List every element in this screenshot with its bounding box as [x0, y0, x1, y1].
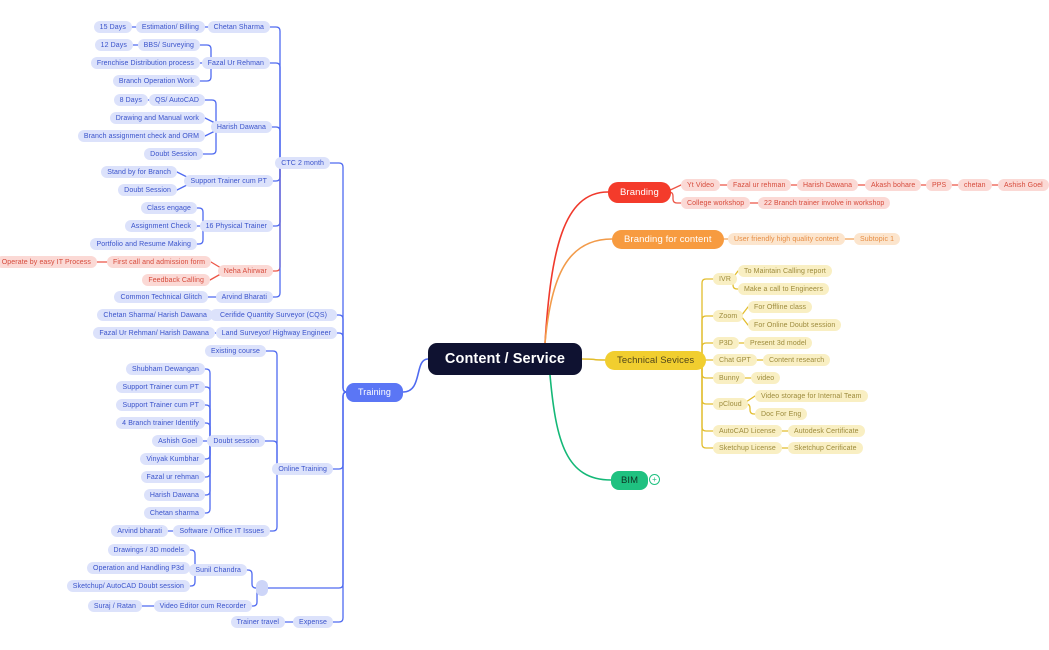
mindmap-node-fr_hd[interactable]: Fazal Ur Rehman/ Harish Dawana	[93, 327, 215, 339]
mindmap-node-sunil[interactable]: Sunil Chandra	[189, 564, 247, 576]
mindmap-node-cqs[interactable]: Cerifide Quantity Surveyor (CQS)	[210, 309, 337, 321]
mindmap-node-fazal1[interactable]: Fazal Ur Rehman	[201, 57, 270, 69]
mindmap-node-estim[interactable]: Estimation/ Billing	[135, 21, 205, 33]
mindmap-node-frenchise[interactable]: Frenchise Distribution process	[90, 57, 200, 69]
mindmap-node-branding[interactable]: Branding	[608, 181, 671, 203]
mindmap-node-fazal2[interactable]: Fazal ur rehman	[140, 471, 205, 483]
mindmap-node-training[interactable]: Training	[346, 382, 403, 402]
mindmap-node-trainertravel[interactable]: Trainer travel	[230, 616, 285, 628]
mindmap-node-bunny[interactable]: Bunny	[713, 372, 746, 384]
mindmap-node-phys16[interactable]: 16 Physical Trainer	[199, 220, 273, 232]
mindmap-node-chatgpt[interactable]: Chat GPT	[713, 354, 757, 366]
mindmap-node-chetan2[interactable]: Chetan sharma	[143, 507, 205, 519]
mindmap-node-chetan1[interactable]: Chetan Sharma	[207, 21, 270, 33]
mindmap-node-zoomn[interactable]: Zoom	[713, 310, 744, 322]
mindmap-node-ovalnode[interactable]	[256, 580, 268, 596]
mindmap-node-classeng[interactable]: Class engage	[140, 202, 197, 214]
mindmap-node-support3[interactable]: Support Trainer cum PT	[116, 399, 205, 411]
mindmap-node-fazal3[interactable]: Fazal ur rehman	[727, 179, 792, 191]
mindmap-node-operation[interactable]: Operation and Handling P3d	[87, 562, 190, 574]
mindmap-node-neha[interactable]: Neha Ahirwar	[217, 265, 273, 277]
mindmap-node-videoeditor[interactable]: Video Editor cum Recorder	[153, 600, 252, 612]
mindmap-node-yt[interactable]: Yt Video	[681, 179, 721, 191]
mindmap-node-assign[interactable]: Assignment Check	[125, 220, 197, 232]
mindmap-node-operate[interactable]: Operate by easy IT Process	[0, 256, 97, 268]
mindmap-node-pps[interactable]: PPS	[926, 179, 953, 191]
mindmap-node-harish1[interactable]: Harish Dawana	[210, 121, 272, 133]
collapse-indicator-icon[interactable]: +	[649, 474, 660, 485]
mindmap-node-userfriendly[interactable]: User friendly high quality content	[728, 233, 845, 245]
mindmap-node-brandingcontent[interactable]: Branding for content	[612, 229, 724, 249]
mindmap-node-harish3[interactable]: Harish Dawana	[797, 179, 859, 191]
mindmap-node-subtopic1[interactable]: Subtopic 1	[854, 233, 901, 245]
mindmap-node-pcloud[interactable]: pCloud	[713, 398, 748, 410]
mindmap-node-land[interactable]: Land Surveyor/ Highway Engineer	[215, 327, 337, 339]
mindmap-node-ashish2[interactable]: Ashish Goel	[998, 179, 1049, 191]
mindmap-node-offline[interactable]: For Offline class	[748, 301, 813, 313]
mindmap-node-support1[interactable]: Support Trainer cum PT	[184, 175, 273, 187]
mindmap-node-standby[interactable]: Stand by for Branch	[101, 166, 177, 178]
mindmap-node-shubham[interactable]: Shubham Dewangan	[126, 363, 205, 375]
mindmap-node-chetan3[interactable]: chetan	[958, 179, 992, 191]
mindmap-node-college[interactable]: College workshop	[681, 197, 751, 209]
mindmap-node-suraj[interactable]: Suraj / Ratan	[87, 600, 142, 612]
mindmap-node-akash[interactable]: Akash bohare	[865, 179, 922, 191]
mindmap-node-d12[interactable]: 12 Days	[94, 39, 133, 51]
mindmap-node-harish2[interactable]: Harish Dawana	[143, 489, 205, 501]
mindmap-node-branchop[interactable]: Branch Operation Work	[112, 75, 200, 87]
mindmap-node-firstcall[interactable]: First call and admission form	[107, 256, 211, 268]
mindmap-node-existing[interactable]: Existing course	[205, 345, 266, 357]
mindmap-node-p3d[interactable]: P3D	[713, 337, 739, 349]
mindmap-node-autocadlic[interactable]: AutoCAD License	[713, 425, 782, 437]
mindmap-node-drawings3d[interactable]: Drawings / 3D models	[107, 544, 190, 556]
mindmap-node-doubt1[interactable]: Doubt Session	[144, 148, 203, 160]
mindmap-node-autodesk[interactable]: Autodesk Certificate	[788, 425, 865, 437]
mindmap-node-arvind1[interactable]: Arvind Bharati	[215, 291, 273, 303]
mindmap-node-bbs[interactable]: BBS/ Surveying	[137, 39, 200, 51]
mindmap-node-support2[interactable]: Support Trainer cum PT	[116, 381, 205, 393]
mindmap-node-root[interactable]: Content / Service	[428, 343, 582, 375]
mindmap-node-arvind2[interactable]: Arvind bharati	[111, 525, 168, 537]
mindmap-node-makecall[interactable]: Make a call to Engineers	[738, 283, 830, 295]
mindmap-node-feedback[interactable]: Feedback Calling	[142, 274, 210, 286]
mindmap-node-contentres[interactable]: Content research	[763, 354, 831, 366]
mindmap-node-doubt2[interactable]: Doubt Session	[118, 184, 177, 196]
mindmap-node-software[interactable]: Software / Office IT Issues	[173, 525, 270, 537]
mindmap-node-onlinedbt[interactable]: For Online Doubt session	[748, 319, 842, 331]
mindmap-node-technical[interactable]: Technical Sevices	[605, 350, 707, 370]
mindmap-node-d8[interactable]: 8 Days	[113, 94, 148, 106]
mindmap-node-qs[interactable]: QS/ AutoCAD	[149, 94, 205, 106]
mindmap-node-branch22[interactable]: 22 Branch trainer involve in workshop	[758, 197, 891, 209]
mindmap-node-sketchlic[interactable]: Sketchup License	[713, 442, 782, 454]
mindmap-node-d15[interactable]: 15 Days	[93, 21, 132, 33]
mindmap-node-present3d[interactable]: Present 3d model	[744, 337, 813, 349]
mindmap-node-online[interactable]: Online Training	[272, 463, 333, 475]
mindmap-node-ctc[interactable]: CTC 2 month	[275, 157, 330, 169]
mindmap-node-drawing[interactable]: Drawing and Manual work	[109, 112, 205, 124]
mindmap-node-portfolio[interactable]: Portfolio and Resume Making	[90, 238, 197, 250]
mindmap-node-branch4[interactable]: 4 Branch trainer Identify	[116, 417, 205, 429]
mindmap-node-bim[interactable]: BIM	[611, 470, 649, 490]
mindmap-node-ivr[interactable]: IVR	[713, 273, 737, 285]
mindmap-node-doceng[interactable]: Doc For Eng	[755, 408, 808, 420]
mindmap-node-vinyak[interactable]: Vinyak Kumbhar	[140, 453, 205, 465]
mindmap-node-branchassign[interactable]: Branch assignment check and ORM	[77, 130, 205, 142]
mindmap-node-vstorage[interactable]: Video storage for Internal Team	[755, 390, 868, 402]
mindmap-node-maintain[interactable]: To Maintain Calling report	[738, 265, 832, 277]
mindmap-node-glitch[interactable]: Common Technical Glitch	[114, 291, 208, 303]
mindmap-node-videoy[interactable]: video	[751, 372, 781, 384]
mindmap-node-sketchcert[interactable]: Sketchup Cerificate	[788, 442, 863, 454]
mindmap-node-doubtsess[interactable]: Doubt session	[207, 435, 265, 447]
mindmap-node-expense[interactable]: Expense	[293, 616, 333, 628]
mindmap-node-sketchupdbt[interactable]: Sketchup/ AutoCAD Doubt session	[66, 580, 190, 592]
mindmap-node-ashish1[interactable]: Ashish Goel	[152, 435, 203, 447]
mindmap-node-cs_hd[interactable]: Chetan Sharma/ Harish Dawana	[97, 309, 213, 321]
